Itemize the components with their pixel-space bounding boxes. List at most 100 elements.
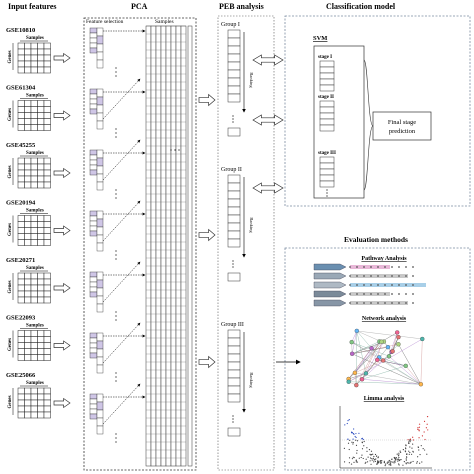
volcano-point [395,459,397,461]
selection-arrow [102,78,141,120]
volcano-point [417,427,419,429]
volcano-point [412,436,414,438]
double-arrow-3 [252,182,284,194]
stage-label: stage I [318,55,332,60]
selection-arrow [102,139,141,181]
selected-gene-cell [89,108,98,115]
grid-cell [24,342,32,349]
selected-gene-cell [89,164,98,171]
grid-cell [30,290,38,298]
volcano-point [409,446,411,448]
peb-cell [227,69,241,79]
selected-gene-cell [89,398,98,405]
volcano-point [408,453,410,455]
grid-cell [24,227,32,234]
network-node [352,370,358,375]
volcano-point [417,446,419,448]
network-edge [351,342,421,385]
selected-gene-cell [89,337,98,344]
grid-cell [17,296,25,304]
volcano-point [418,429,420,431]
grid-cell [37,175,45,183]
ellipsis-dot [326,192,328,194]
grid-cell [43,342,51,349]
pathway-dot [370,284,372,286]
grid-cell [37,290,45,298]
volcano-point [361,448,364,450]
double-arrow-2 [252,114,284,126]
grid-cell [37,393,45,401]
dataset-name: GSE10810 [6,27,35,34]
grid-cell [17,284,25,292]
grid-cell [30,336,38,343]
grid-cell [30,175,38,183]
volcano-point [407,439,409,441]
grid-cell [37,399,45,407]
grid-cell [37,54,45,62]
volcano-point [343,447,345,449]
volcano-point [358,432,360,434]
gene-column-cell [96,51,104,61]
pathway-dot [370,275,372,277]
gene-column-cell [96,348,104,358]
selected-gene-cell [89,149,98,156]
grid-cell [30,100,38,107]
grid-cell [24,348,32,355]
final-stage-prediction-box [372,111,432,141]
volcano-point [412,439,415,441]
grid-cell [43,163,51,171]
pathway-dot [370,293,372,295]
grid-cell [43,296,51,304]
grid-cell [17,354,25,361]
volcano-point [398,456,400,459]
grid-cell [24,215,32,222]
dataset-samples-label: Samples [26,36,44,41]
grid-cell [24,284,32,292]
pathway-dot [405,302,407,304]
volcano-point [398,454,400,456]
dataset-name: GSE61304 [6,85,36,92]
network-edge [365,341,385,374]
dataset-genes-label: Genes [8,395,13,408]
volcano-point [356,452,358,454]
grid-cell [30,393,38,401]
volcano-point [371,457,373,460]
input-datasets: GSE10810SamplesGenesGSE61304SamplesGenes… [6,27,71,419]
volcano-point [361,454,363,456]
pathway-dot [356,284,358,286]
network-edge [348,381,421,385]
volcano-point [408,462,410,464]
grid-cell [30,411,38,419]
volcano-point [353,461,355,463]
pathway-bar [350,274,408,278]
grid-cell [37,112,45,119]
grid-cell [37,60,45,68]
grid-cell [24,118,32,125]
selected-gene-cell [89,27,98,34]
grid-cell [17,112,25,119]
volcano-point [363,445,365,447]
volcano-point [353,456,355,459]
selected-gene-cell [89,230,98,237]
volcano-point [397,458,399,460]
volcano-point [349,439,351,441]
grid-cell [37,387,45,395]
pathway-analysis-figure [313,263,426,307]
grid-cell [37,411,45,419]
stage-cell [319,156,335,164]
peb-classification-arrows [252,54,284,194]
volcano-point [423,420,426,422]
volcano-point [356,461,359,463]
pathway-dot [377,266,379,268]
peb-cell [227,37,241,47]
grid-cell [37,106,45,113]
pathway-dot [356,266,358,268]
pathway-dot [363,284,365,286]
volcano-point [388,459,390,462]
ellipsis-dot [115,189,117,191]
grid-cell [17,227,25,234]
dataset-genes-label: Genes [8,165,13,178]
matrix-column [160,25,167,467]
grid-cell [24,112,32,119]
selected-gene-cell [89,159,98,166]
